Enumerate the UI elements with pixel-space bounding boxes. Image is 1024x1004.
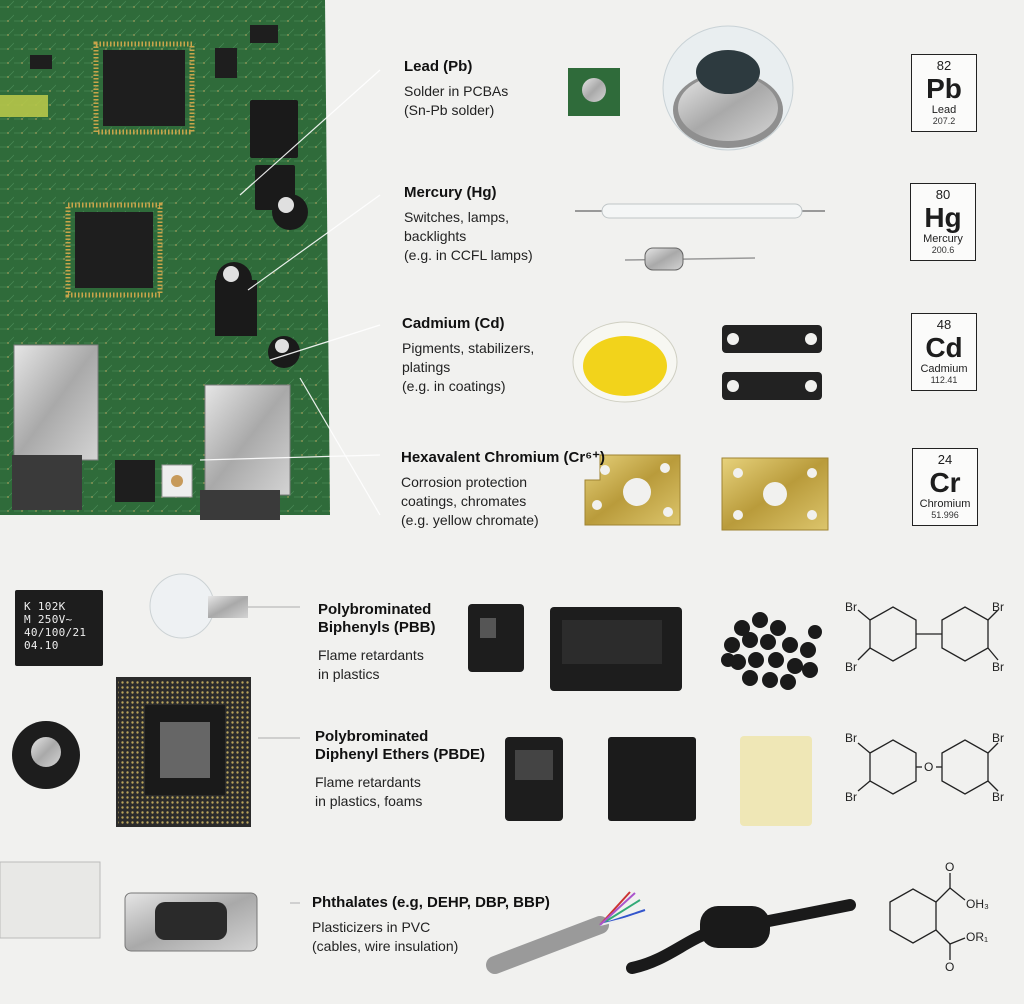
left-components bbox=[0, 573, 300, 952]
label-lead: Lead (Pb) Solder in PCBAs (Sn-Pb solder) bbox=[404, 58, 508, 120]
element-number: 24 bbox=[937, 452, 953, 467]
marking-line: M 250V~ bbox=[24, 613, 73, 626]
element-weight: 51.996 bbox=[931, 510, 959, 520]
mercury-title: Mercury (Hg) bbox=[404, 184, 497, 201]
element-tile-cd: 48 Cd Cadmium 112.41 bbox=[911, 313, 977, 391]
pbb-br-label: Br bbox=[845, 600, 857, 614]
element-number: 48 bbox=[936, 317, 952, 332]
element-tile-pb: 82 Pb Lead 207.2 bbox=[911, 54, 977, 132]
chromium-desc-3: (e.g. yellow chromate) bbox=[401, 512, 539, 528]
label-cadmium: Cadmium (Cd) Pigments, stabilizers, plat… bbox=[402, 315, 534, 396]
pbb-br-label: Br bbox=[992, 660, 1004, 674]
element-symbol: Pb bbox=[926, 73, 962, 104]
chromium-images bbox=[584, 454, 829, 531]
cadmium-title: Cadmium (Cd) bbox=[402, 315, 505, 332]
cadmium-desc-1: Pigments, stabilizers, bbox=[402, 340, 535, 356]
capacitor-marking: K 102K M 250V~ 40/100/21 04.10 bbox=[24, 600, 86, 652]
element-name: Cadmium bbox=[920, 363, 968, 375]
element-weight: 207.2 bbox=[932, 116, 956, 126]
pbde-desc-1: Flame retardants bbox=[315, 774, 421, 790]
pbb-desc-2: in plastics bbox=[318, 666, 380, 682]
phthalate-o-label: O bbox=[945, 860, 955, 874]
pbde-br-label: Br bbox=[845, 790, 857, 804]
lead-title: Lead (Pb) bbox=[404, 58, 473, 75]
element-symbol: Cr bbox=[929, 467, 961, 498]
pbde-desc-2: in plastics, foams bbox=[315, 793, 423, 809]
mercury-desc-3: (e.g. in CCFL lamps) bbox=[404, 247, 533, 263]
marking-line: 04.10 bbox=[24, 639, 59, 652]
pcb-board bbox=[0, 0, 381, 520]
pbb-structure bbox=[857, 606, 999, 662]
element-number: 80 bbox=[935, 187, 951, 202]
label-chromium: Hexavalent Chromium (Cr⁶⁺) Corrosion pro… bbox=[401, 449, 605, 530]
cadmium-desc-3: (e.g. in coatings) bbox=[402, 378, 506, 394]
element-name: Lead bbox=[931, 104, 957, 116]
phthalate-images bbox=[486, 891, 856, 974]
marking-line: 40/100/21 bbox=[24, 626, 87, 639]
element-name: Chromium bbox=[919, 498, 971, 510]
chromium-title: Hexavalent Chromium (Cr⁶⁺) bbox=[401, 449, 606, 466]
pbde-title: Polybrominated Diphenyl Ethers (PBDE) bbox=[315, 728, 486, 763]
phthalate-structure bbox=[889, 873, 966, 960]
label-mercury: Mercury (Hg) Switches, lamps, backlights… bbox=[404, 184, 533, 265]
pbb-br-label: Br bbox=[845, 660, 857, 674]
mercury-images bbox=[575, 203, 825, 271]
pbb-images bbox=[468, 604, 822, 691]
element-name: Mercury bbox=[923, 233, 963, 245]
phthalate-o-label: O bbox=[945, 960, 955, 974]
lead-images bbox=[568, 25, 794, 151]
phthalate-oh3-label: OH₃ bbox=[966, 897, 989, 911]
phthalates-desc-1: Plasticizers in PVC bbox=[312, 919, 431, 935]
mercury-desc-1: Switches, lamps, bbox=[404, 209, 510, 225]
pbb-title: Polybrominated Biphenyls (PBB) bbox=[318, 601, 436, 636]
pbde-ether-label: O bbox=[924, 760, 934, 774]
chromium-desc-2: coatings, chromates bbox=[401, 493, 527, 509]
pbde-structure bbox=[857, 739, 999, 795]
element-symbol: Hg bbox=[924, 202, 962, 233]
label-pbb: Polybrominated Biphenyls (PBB) Flame ret… bbox=[318, 601, 436, 684]
element-weight: 112.41 bbox=[930, 375, 958, 385]
element-number: 82 bbox=[936, 58, 952, 73]
element-tile-hg: 80 Hg Mercury 200.6 bbox=[910, 183, 976, 261]
lead-desc-1: Solder in PCBAs bbox=[404, 83, 509, 99]
mercury-desc-2: backlights bbox=[404, 228, 467, 244]
phthalates-desc-2: (cables, wire insulation) bbox=[312, 938, 459, 954]
lead-desc-2: (Sn-Pb solder) bbox=[404, 102, 495, 118]
cadmium-desc-2: platings bbox=[402, 359, 451, 375]
pbb-br-label: Br bbox=[992, 600, 1004, 614]
chromium-desc-1: Corrosion protection bbox=[401, 474, 528, 490]
element-tile-cr: 24 Cr Chromium 51.996 bbox=[912, 448, 978, 526]
phthalate-or1-label: OR₁ bbox=[966, 930, 989, 944]
pbde-br-label: Br bbox=[992, 790, 1004, 804]
pbde-br-label: Br bbox=[992, 731, 1004, 745]
label-phthalates: Phthalates (e.g, DEHP, DBP, BBP) Plastic… bbox=[312, 894, 550, 956]
element-weight: 200.6 bbox=[931, 245, 955, 255]
pbde-images bbox=[505, 736, 812, 826]
label-pbde: Polybrominated Diphenyl Ethers (PBDE) Fl… bbox=[315, 728, 485, 811]
element-symbol: Cd bbox=[925, 332, 963, 363]
marking-line: K 102K bbox=[24, 600, 66, 613]
phthalates-title: Phthalates (e.g, DEHP, DBP, BBP) bbox=[312, 894, 550, 911]
pbb-desc-1: Flame retardants bbox=[318, 647, 424, 663]
pbde-br-label: Br bbox=[845, 731, 857, 745]
cadmium-images bbox=[572, 321, 822, 403]
